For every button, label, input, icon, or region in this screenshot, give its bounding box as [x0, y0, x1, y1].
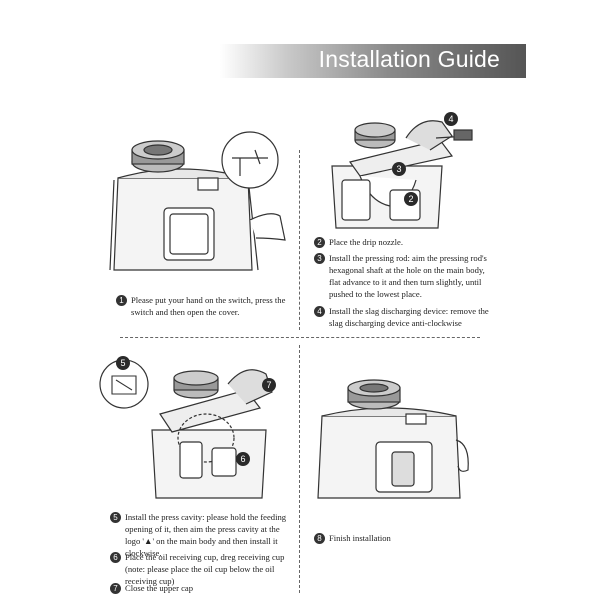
callout-6: 6 [236, 452, 250, 466]
step-8-number: 8 [314, 533, 325, 544]
title-banner: Installation Guide [220, 44, 526, 78]
divider-vertical-top [299, 150, 300, 330]
divider-vertical-bottom [299, 345, 300, 593]
step-6-text: Place the oil receiving cup, dreg receiv… [125, 552, 285, 586]
step-2-number: 2 [314, 237, 325, 248]
callout-4: 4 [444, 112, 458, 126]
step-7-number: 7 [110, 583, 121, 594]
step-5-text: Install the press cavity: please hold th… [125, 512, 287, 558]
step-2: 2 Place the drip nozzle. [314, 236, 490, 248]
callout-7: 7 [262, 378, 276, 392]
step-7-text: Close the upper cap [125, 583, 194, 593]
step-6: 6 Place the oil receiving cup, dreg rece… [110, 551, 296, 587]
illustration-finished [317, 379, 469, 499]
illustration-press-cavity [99, 359, 273, 499]
step-4: 4 Install the slag discharging device: r… [314, 305, 490, 329]
step-3-text: Install the pressing rod: aim the pressi… [329, 253, 487, 299]
step-4-number: 4 [314, 306, 325, 317]
step-5-number: 5 [110, 512, 121, 523]
callout-2: 2 [404, 192, 418, 206]
callout-3: 3 [392, 162, 406, 176]
step-3-number: 3 [314, 253, 325, 264]
divider-horizontal [120, 337, 480, 338]
step-2-text: Place the drip nozzle. [329, 237, 403, 247]
step-7: 7 Close the upper cap [110, 582, 296, 594]
step-5: 5 Install the press cavity: please hold … [110, 511, 296, 559]
step-3: 3 Install the pressing rod: aim the pres… [314, 252, 490, 300]
illustration-open-cover [109, 131, 286, 271]
step-6-number: 6 [110, 552, 121, 563]
step-8: 8 Finish installation [314, 532, 474, 544]
page-title: Installation Guide [318, 46, 500, 72]
step-4-text: Install the slag discharging device: rem… [329, 306, 489, 328]
illustration-drip-nozzle [331, 120, 473, 229]
callout-5: 5 [116, 356, 130, 370]
step-8-text: Finish installation [329, 533, 391, 543]
step-1-text: Please put your hand on the switch, pres… [131, 295, 286, 317]
step-1-number: 1 [116, 295, 127, 306]
step-1: 1 Please put your hand on the switch, pr… [116, 294, 296, 318]
